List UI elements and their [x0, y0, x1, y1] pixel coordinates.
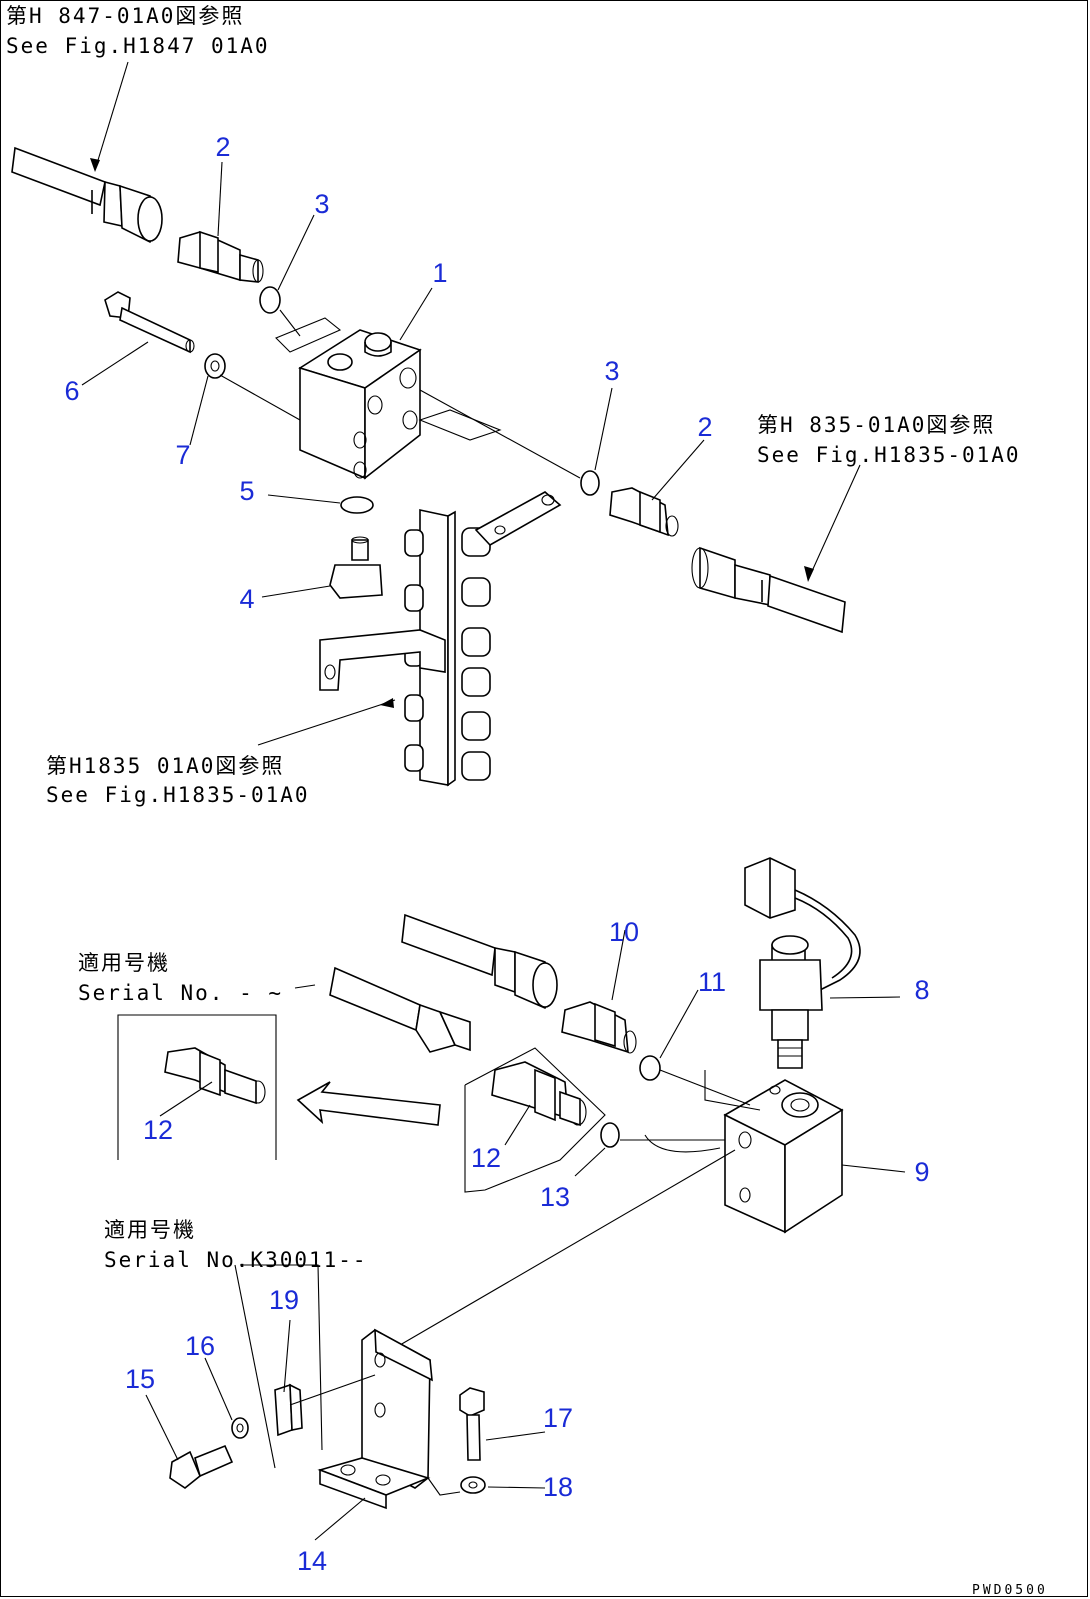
- reference-notes: 第H 847-01A0図参照 See Fig.H1847 01A0 第H 835…: [6, 4, 1048, 1598]
- fitting-12-box: [164, 1047, 266, 1105]
- drawing-code: PWD0500: [972, 1583, 1048, 1598]
- bolt-17: [459, 1387, 485, 1461]
- serial-lower-en: Serial No.K30011--: [104, 1248, 368, 1272]
- washer-7: [204, 353, 226, 379]
- callout-1: 1: [432, 258, 447, 288]
- callout-19: 19: [269, 1285, 299, 1315]
- callout-numbers: 1 2 2 3 3 4 5 6 7 8 9 10 11 12 12 13 14 …: [64, 132, 929, 1576]
- callout-6: 6: [64, 376, 79, 406]
- solenoid-valve-8: [759, 935, 823, 1069]
- plug-4: [329, 536, 383, 599]
- valve-block-1: [298, 329, 422, 480]
- o-ring-5: [340, 496, 374, 514]
- callout-10: 10: [609, 917, 639, 947]
- ref-mid-right-jp: 第H 835-01A0図参照: [757, 413, 995, 437]
- hose-right: [691, 546, 846, 634]
- serial-bracket-lower: [234, 1264, 323, 1469]
- leader-lines-upper: [81, 61, 861, 746]
- serial-upper-jp: 適用号機: [78, 951, 170, 975]
- o-ring-3-upper: [259, 286, 281, 314]
- valve-block-9: [723, 1079, 844, 1234]
- callout-9: 9: [914, 1157, 929, 1187]
- callout-17: 17: [543, 1403, 573, 1433]
- o-ring-11: [639, 1055, 661, 1081]
- callout-12-right: 12: [471, 1143, 501, 1173]
- serial-box-upper: [117, 1014, 277, 1160]
- callout-15: 15: [125, 1364, 155, 1394]
- leader-lines-lower: [159, 929, 906, 1346]
- hose-lower-a: [401, 913, 558, 1010]
- ref-top-left-en: See Fig.H1847 01A0: [6, 34, 270, 58]
- callout-4: 4: [239, 584, 254, 614]
- hose-lower-b: [329, 966, 471, 1053]
- ref-mid-right-en: See Fig.H1835-01A0: [757, 443, 1021, 467]
- callout-11: 11: [698, 967, 726, 997]
- callout-18: 18: [543, 1472, 573, 1502]
- bolt-15: [169, 1444, 234, 1489]
- serial-lower-jp: 適用号機: [104, 1218, 196, 1242]
- fitting-12-right: [464, 1047, 606, 1193]
- manifold-rail: [319, 491, 562, 787]
- serial-upper-en: Serial No. - ~: [78, 981, 283, 1005]
- fitting-10: [561, 1001, 637, 1054]
- callout-16: 16: [185, 1331, 215, 1361]
- callout-13: 13: [540, 1182, 570, 1212]
- bracket-14: [317, 1328, 433, 1510]
- direction-arrow: [296, 1081, 441, 1126]
- ref-mid-left-jp: 第H1835 01A0図参照: [46, 754, 284, 778]
- callout-5: 5: [239, 476, 254, 506]
- o-ring-3-right: [580, 470, 600, 496]
- fitting-2-right: [609, 487, 679, 537]
- alignment-frames-upper: [275, 317, 502, 441]
- hose-upper-left: [11, 146, 163, 244]
- reference-arrows: [90, 158, 814, 708]
- spacer-19: [274, 1383, 303, 1437]
- ref-top-left-jp: 第H 847-01A0図参照: [6, 4, 244, 28]
- callout-8: 8: [914, 975, 929, 1005]
- callout-2-right: 2: [697, 412, 712, 442]
- ref-mid-left-en: See Fig.H1835-01A0: [46, 783, 310, 807]
- connector-cable: [744, 857, 861, 991]
- callout-2-upper: 2: [215, 132, 230, 162]
- washer-16: [231, 1417, 249, 1439]
- callout-3-right: 3: [604, 356, 619, 386]
- callout-3-upper: 3: [314, 189, 329, 219]
- callout-14: 14: [297, 1546, 327, 1576]
- callout-12-box: 12: [143, 1115, 173, 1145]
- callout-7: 7: [175, 440, 190, 470]
- washer-18: [460, 1476, 486, 1494]
- o-ring-13: [600, 1122, 620, 1148]
- fitting-2-upper: [177, 230, 264, 283]
- bolt-6: [104, 291, 195, 354]
- leader-lines-bottom: [145, 1319, 546, 1541]
